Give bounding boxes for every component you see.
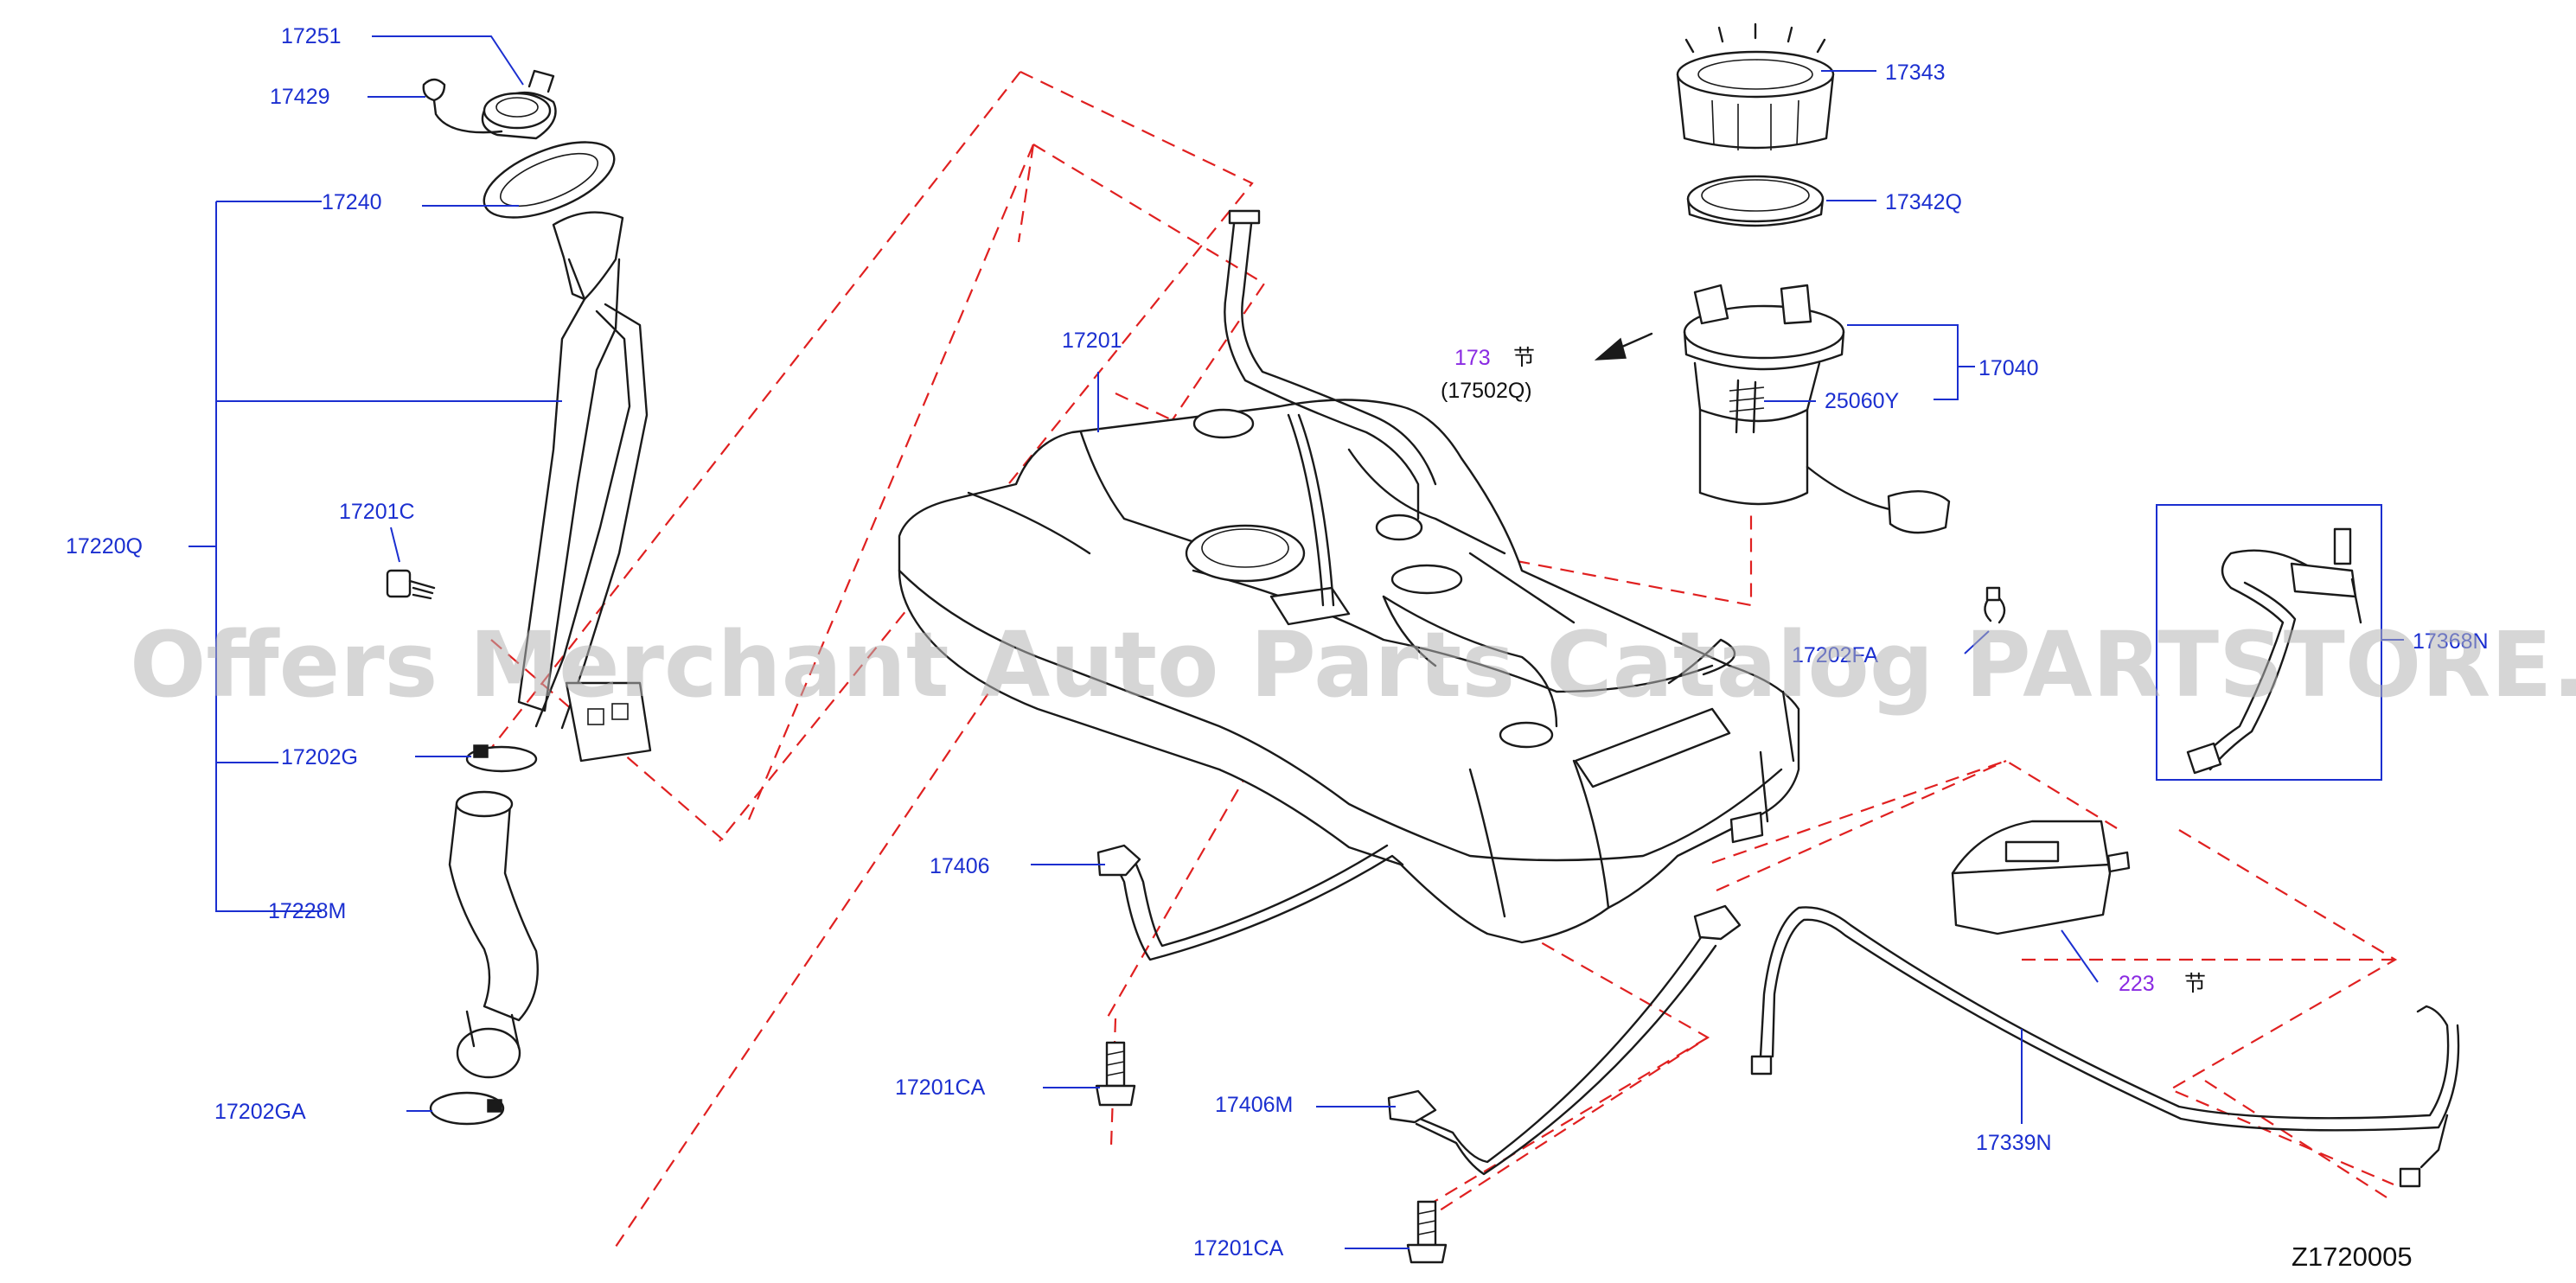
hose-clamp-17202G — [465, 744, 538, 773]
part-labels: 17251 17429 17240 17220Q 17201C 17202G 1… — [66, 24, 2489, 1261]
label-17202FA[interactable]: 17202FA — [1792, 643, 1878, 667]
section-ref-173-number[interactable]: 173 — [1454, 346, 1491, 370]
watermark-text: Offers Merchant Auto Parts Catalog PARTS… — [130, 612, 2576, 718]
filler-hose — [448, 790, 539, 1079]
section-ref-223-number[interactable]: 223 — [2119, 972, 2155, 996]
label-17339N[interactable]: 17339N — [1976, 1131, 2052, 1155]
label-17342Q[interactable]: 17342Q — [1885, 190, 1962, 214]
label-25060Y[interactable]: 25060Y — [1825, 389, 1900, 413]
label-17202GA[interactable]: 17202GA — [214, 1100, 306, 1124]
label-17201[interactable]: 17201 — [1062, 329, 1122, 353]
section-ref-173[interactable]: 173 节 (17502Q) — [1441, 346, 1535, 403]
seal-ring-17342Q — [1686, 175, 1825, 227]
fuel-filler-cap — [481, 69, 557, 140]
label-17251[interactable]: 17251 — [281, 24, 342, 48]
label-17201C[interactable]: 17201C — [339, 500, 415, 524]
bolt-17201CA-lower — [1406, 1200, 1448, 1264]
label-17201CA-upper[interactable]: 17201CA — [895, 1076, 986, 1100]
evap-canister — [1951, 820, 2131, 935]
clip-17202FA — [1984, 586, 2006, 624]
vapor-tube-17339N — [1750, 906, 2460, 1188]
label-17040[interactable]: 17040 — [1978, 356, 2039, 380]
diagram-code: Z1720005 — [2292, 1242, 2413, 1272]
vapor-hose-box — [2156, 504, 2382, 781]
label-17406[interactable]: 17406 — [930, 854, 990, 878]
leader-lines — [189, 35, 2404, 1249]
section-ref-173-subpart: (17502Q) — [1441, 379, 1532, 403]
tank-strap-17406M — [1387, 904, 1742, 1176]
lock-ring-17343 — [1676, 22, 1835, 150]
section-ref-223-mark: 节 — [2184, 972, 2206, 996]
label-17201CA-lower[interactable]: 17201CA — [1193, 1236, 1284, 1261]
label-17368N[interactable]: 17368N — [2413, 629, 2489, 654]
direction-arrow — [1594, 332, 1653, 361]
label-17343[interactable]: 17343 — [1885, 61, 1946, 85]
label-17228M[interactable]: 17228M — [268, 899, 346, 923]
label-17406M[interactable]: 17406M — [1215, 1093, 1293, 1117]
section-ref-223[interactable]: 223 节 — [2119, 972, 2206, 996]
label-17202G[interactable]: 17202G — [281, 745, 358, 769]
tank-vent-tube — [1224, 209, 1558, 728]
cap-tether-clip — [422, 78, 503, 134]
bolt-17201CA-upper — [1095, 1041, 1136, 1107]
tank-strap-17406 — [1096, 844, 1404, 961]
fuel-tank — [898, 399, 1800, 944]
label-17220Q[interactable]: 17220Q — [66, 534, 143, 559]
bolt-17201C — [386, 569, 436, 600]
fuel-pump-module-17040 — [1683, 284, 1951, 534]
label-17240[interactable]: 17240 — [322, 190, 382, 214]
hose-clamp-17202GA — [429, 1091, 505, 1126]
section-ref-173-mark: 节 — [1513, 346, 1535, 370]
label-17429[interactable]: 17429 — [270, 85, 330, 109]
filler-tube — [517, 211, 652, 763]
